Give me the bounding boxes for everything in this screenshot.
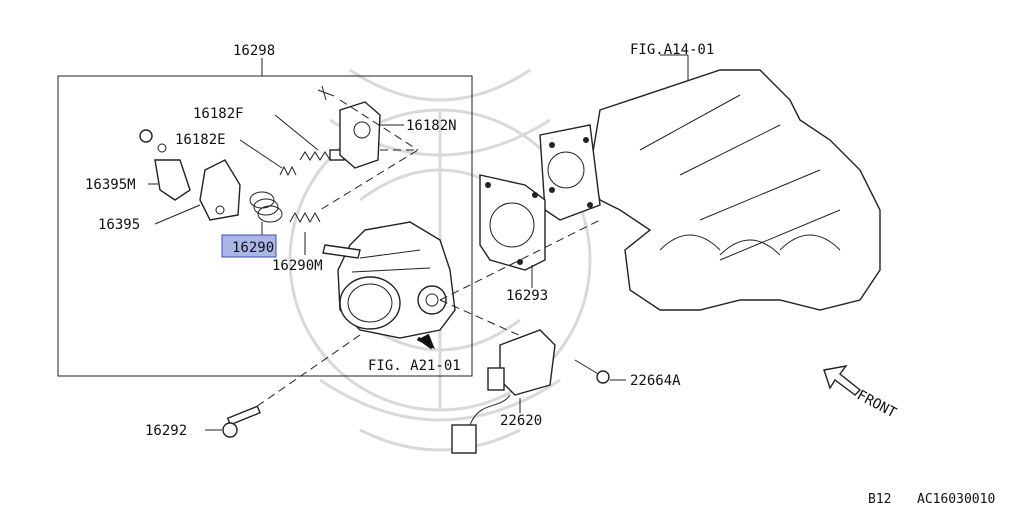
footer-code: AC16030010 bbox=[917, 492, 995, 507]
sensor-22620[interactable] bbox=[451, 329, 556, 454]
spring-16182f[interactable] bbox=[299, 149, 345, 161]
label-sensor[interactable]: 22620 bbox=[500, 413, 542, 429]
bracket-dashed-guide bbox=[319, 99, 420, 211]
label-fig-ref[interactable]: FIG. A21-01 bbox=[368, 358, 461, 374]
intake-manifold[interactable] bbox=[539, 69, 881, 311]
throttle-to-manifold-guide bbox=[439, 219, 601, 301]
gasket-part[interactable] bbox=[479, 174, 546, 271]
spring-16290[interactable] bbox=[249, 191, 283, 223]
throttle-to-sensor-guide bbox=[439, 299, 531, 341]
label-bolt[interactable]: 16292 bbox=[145, 423, 187, 439]
lever-16395m[interactable] bbox=[139, 129, 191, 201]
label-lever[interactable]: 16395 bbox=[98, 217, 140, 233]
front-arrow-icon bbox=[823, 364, 862, 396]
lever-16395[interactable] bbox=[199, 159, 241, 221]
label-fig-manifold[interactable]: FIG.A14-01 bbox=[630, 42, 714, 58]
assembly-box bbox=[57, 75, 473, 377]
label-spring-f[interactable]: 16182F bbox=[193, 106, 244, 122]
label-spring-highlight[interactable]: 16290 bbox=[232, 240, 274, 256]
spring-16182e[interactable] bbox=[279, 165, 297, 177]
label-gasket[interactable]: 16293 bbox=[506, 288, 548, 304]
spring-16290m[interactable] bbox=[289, 211, 321, 224]
footer-section: B12 bbox=[868, 492, 891, 507]
label-spring-m[interactable]: 16290M bbox=[272, 258, 323, 274]
label-spring-e[interactable]: 16182E bbox=[175, 132, 226, 148]
label-bolt-a[interactable]: 22664A bbox=[630, 373, 681, 389]
fig-ref-arrow bbox=[416, 333, 435, 350]
label-front: FRONT bbox=[854, 387, 899, 421]
label-assembly[interactable]: 16298 bbox=[233, 43, 275, 59]
bolt-22664a[interactable] bbox=[574, 359, 610, 384]
throttle-body[interactable] bbox=[322, 221, 456, 339]
highlight-box bbox=[221, 234, 277, 258]
label-bracket-n[interactable]: 16182N bbox=[406, 118, 457, 134]
bracket-16182n[interactable] bbox=[317, 85, 381, 169]
label-lever-m[interactable]: 16395M bbox=[85, 177, 136, 193]
spring-f-leader bbox=[274, 114, 319, 151]
lever-leader bbox=[154, 204, 201, 225]
bolt-16292[interactable] bbox=[222, 405, 261, 438]
spring-e-leader bbox=[239, 139, 283, 169]
